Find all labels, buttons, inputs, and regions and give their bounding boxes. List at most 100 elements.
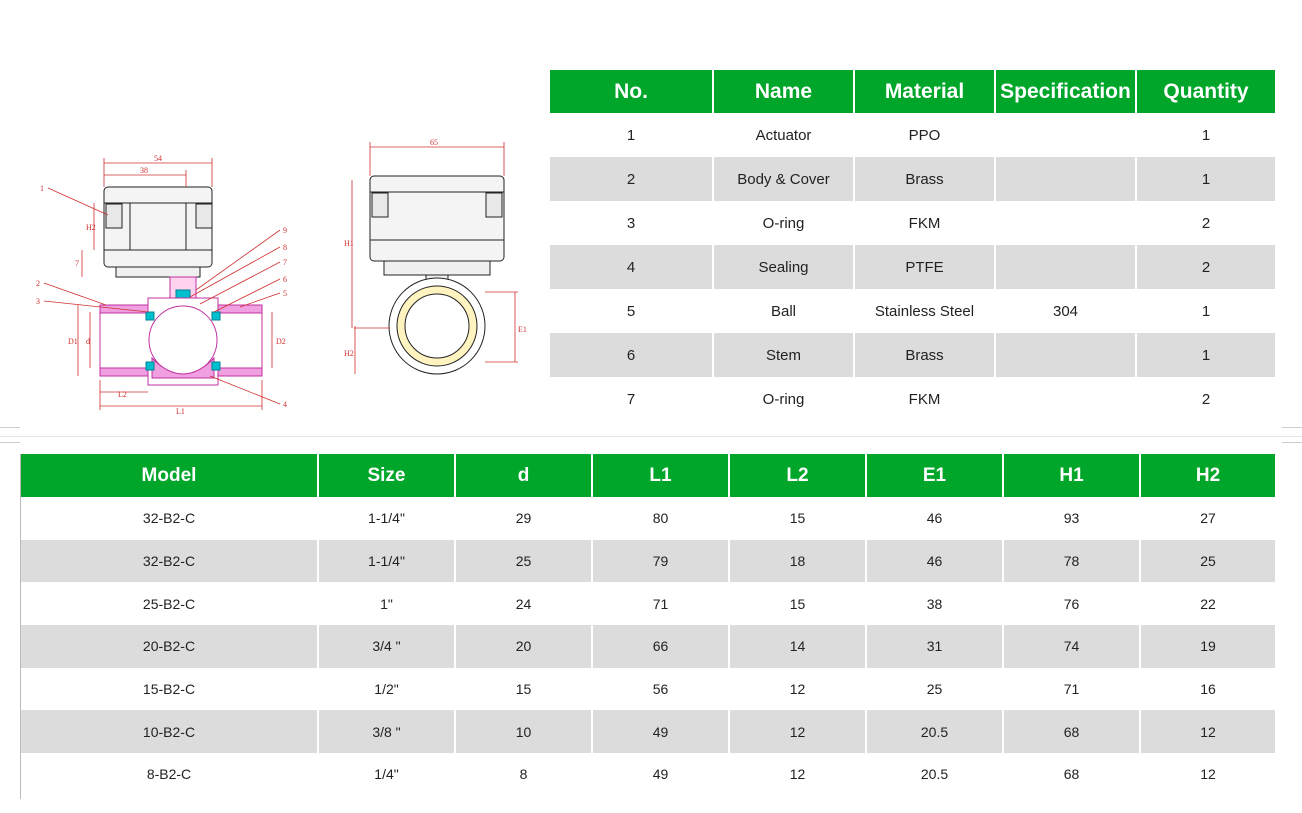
cell-d: 29 (455, 497, 593, 540)
cell-l2: 15 (729, 497, 867, 540)
cell-model: 20-B2-C (21, 625, 319, 668)
cell-e1: 20.5 (866, 753, 1004, 796)
cell-d: 10 (455, 710, 593, 754)
cell-size: 1" (318, 582, 456, 626)
cell-l2: 12 (729, 667, 867, 711)
cell-quantity: 2 (1136, 201, 1277, 245)
cell-model: 10-B2-C (21, 710, 319, 754)
cell-e1: 31 (866, 625, 1004, 668)
header-d: d (455, 454, 593, 497)
header-l1: L1 (592, 454, 730, 497)
header-specification: Specification (995, 70, 1137, 113)
table-row: 5 Ball Stainless Steel 304 1 (550, 289, 1277, 333)
cell-h1: 68 (1003, 710, 1141, 754)
cell-l2: 15 (729, 582, 867, 626)
cell-l1: 80 (592, 497, 730, 540)
cell-no: 2 (550, 157, 714, 201)
dim-label-l1: L1 (176, 407, 185, 416)
cell-h1: 78 (1003, 539, 1141, 583)
cell-material: Brass (854, 157, 996, 201)
cell-specification (995, 113, 1137, 157)
cell-h2: 27 (1140, 497, 1277, 540)
cell-h1: 93 (1003, 497, 1141, 540)
cell-h2: 25 (1140, 539, 1277, 583)
cell-e1: 46 (866, 539, 1004, 583)
table-row: 10-B2-C 3/8 " 10 49 12 20.5 68 12 (21, 710, 1277, 754)
table-row: 2 Body & Cover Brass 1 (550, 157, 1277, 201)
cell-material: PTFE (854, 245, 996, 289)
callout-7: 7 (283, 258, 287, 267)
cell-h1: 76 (1003, 582, 1141, 626)
cell-name: Sealing (713, 245, 855, 289)
cell-name: O-ring (713, 377, 855, 421)
cell-specification (995, 157, 1137, 201)
cell-model: 25-B2-C (21, 582, 319, 626)
valve-technical-drawing: 54 38 H2 7 D1 d D2 L2 L1 1 2 3 9 8 7 6 5… (36, 138, 527, 416)
cell-l1: 49 (592, 753, 730, 796)
cell-d: 24 (455, 582, 593, 626)
header-quantity: Quantity (1136, 70, 1277, 113)
callout-3: 3 (36, 297, 40, 306)
cell-no: 5 (550, 289, 714, 333)
cell-h1: 74 (1003, 625, 1141, 668)
cell-l1: 49 (592, 710, 730, 754)
cell-h2: 16 (1140, 667, 1277, 711)
header-no: No. (550, 70, 714, 113)
cell-no: 6 (550, 333, 714, 377)
table-row: 8-B2-C 1/4" 8 49 12 20.5 68 12 (21, 753, 1277, 796)
cell-material: Brass (854, 333, 996, 377)
header-l2: L2 (729, 454, 867, 497)
callout-6: 6 (283, 275, 287, 284)
table-row: 32-B2-C 1-1/4" 29 80 15 46 93 27 (21, 497, 1277, 540)
cell-specification (995, 201, 1137, 245)
header-h1: H1 (1003, 454, 1141, 497)
table-row: 15-B2-C 1/2" 15 56 12 25 71 16 (21, 667, 1277, 711)
dim-label-d2: D2 (276, 337, 286, 346)
cell-l1: 56 (592, 667, 730, 711)
callout-8: 8 (283, 243, 287, 252)
dim-label-d: d (86, 337, 90, 346)
dim-label-38: 38 (140, 166, 148, 175)
cell-material: FKM (854, 377, 996, 421)
cell-model: 32-B2-C (21, 497, 319, 540)
cell-l2: 12 (729, 710, 867, 754)
section-divider (0, 436, 1302, 437)
side-view-drawing (99, 186, 263, 386)
cell-size: 1-1/4" (318, 539, 456, 583)
cell-no: 3 (550, 201, 714, 245)
table-row: 25-B2-C 1" 24 71 15 38 76 22 (21, 582, 1277, 626)
cell-e1: 38 (866, 582, 1004, 626)
cell-quantity: 2 (1136, 245, 1277, 289)
page-break-marker-left (0, 427, 20, 443)
header-name: Name (713, 70, 855, 113)
header-size: Size (318, 454, 456, 497)
parts-header-row: No. Name Material Specification Quantity (550, 70, 1277, 113)
header-h2: H2 (1140, 454, 1277, 497)
page-break-marker-right (1282, 427, 1302, 443)
cell-name: O-ring (713, 201, 855, 245)
cell-quantity: 2 (1136, 377, 1277, 421)
cell-material: PPO (854, 113, 996, 157)
table-row: 20-B2-C 3/4 " 20 66 14 31 74 19 (21, 625, 1277, 668)
header-e1: E1 (866, 454, 1004, 497)
header-material: Material (854, 70, 996, 113)
cell-e1: 46 (866, 497, 1004, 540)
callout-4: 4 (283, 400, 287, 409)
cell-material: FKM (854, 201, 996, 245)
cell-specification (995, 333, 1137, 377)
cell-d: 20 (455, 625, 593, 668)
dim-label-l2: L2 (118, 390, 127, 399)
cell-size: 1/2" (318, 667, 456, 711)
cell-h2: 12 (1140, 710, 1277, 754)
cell-d: 8 (455, 753, 593, 796)
cell-size: 3/8 " (318, 710, 456, 754)
dim-label-54: 54 (154, 154, 162, 163)
dim-label-7: 7 (75, 259, 79, 268)
cell-material: Stainless Steel (854, 289, 996, 333)
callout-1: 1 (40, 184, 44, 193)
table-row: 32-B2-C 1-1/4" 25 79 18 46 78 25 (21, 539, 1277, 583)
cell-l1: 71 (592, 582, 730, 626)
cell-model: 32-B2-C (21, 539, 319, 583)
cell-no: 4 (550, 245, 714, 289)
cell-quantity: 1 (1136, 113, 1277, 157)
